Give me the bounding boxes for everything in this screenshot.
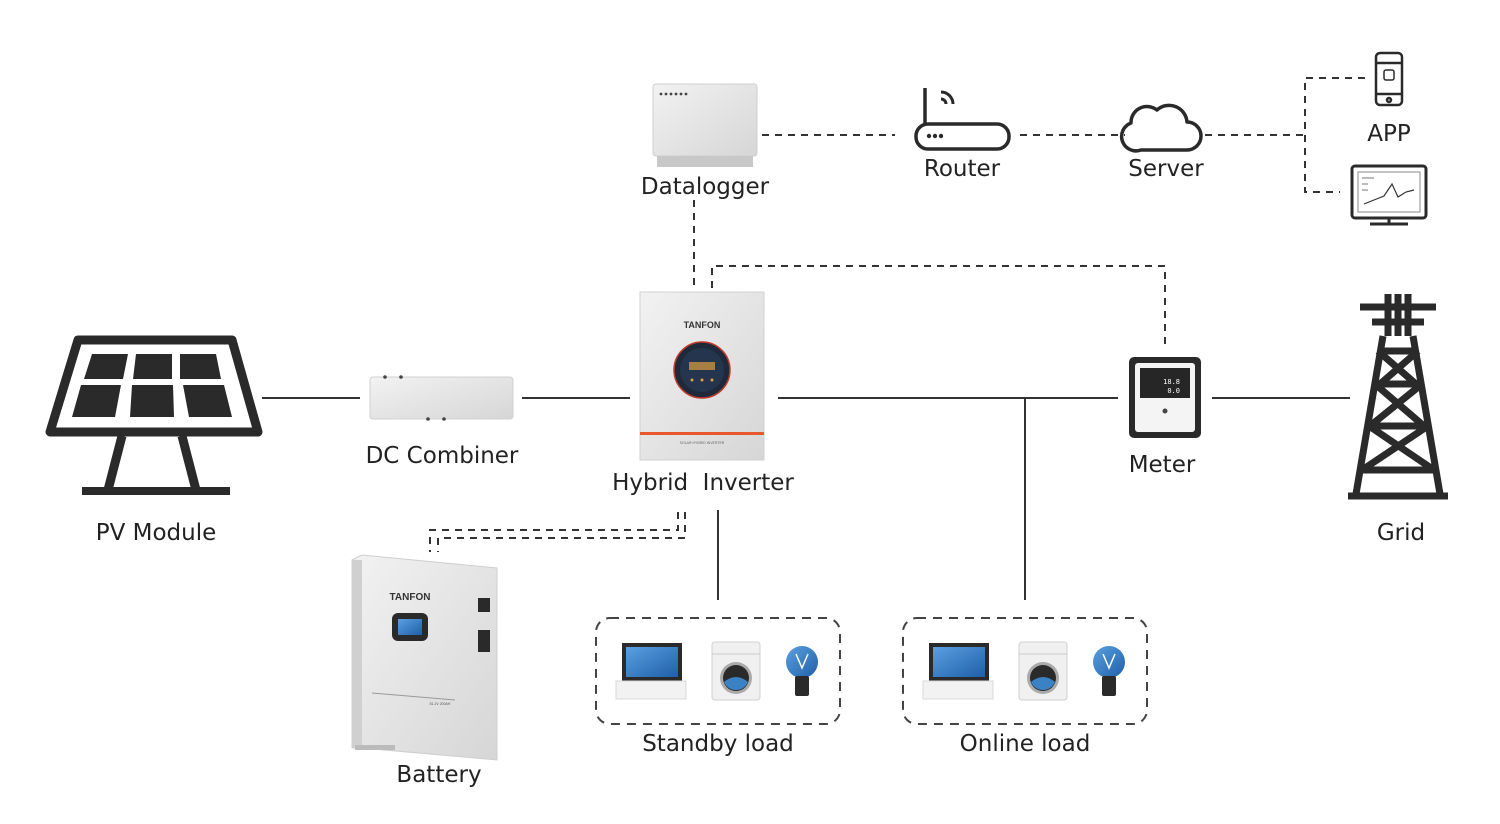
app-label: APP <box>1367 121 1411 147</box>
grid-label: Grid <box>1376 520 1426 546</box>
inverter-band-text: SOLAR HYBRID INVERTER <box>680 441 725 445</box>
light-bulb-icon <box>1093 646 1125 696</box>
phone-icon <box>1374 51 1404 107</box>
meter-label: Meter <box>1128 452 1196 478</box>
standby-load-group <box>595 617 841 725</box>
battery-icon <box>351 554 498 761</box>
pv-module-label: PV Module <box>95 520 217 546</box>
battery-label: Battery <box>396 762 482 788</box>
solar-panel-icon <box>45 335 263 495</box>
server-label: Server <box>1128 156 1204 182</box>
router-label: Router <box>923 156 1001 182</box>
dashed-comm-lines <box>429 77 1365 552</box>
monitor-icon <box>1350 164 1428 226</box>
hybrid-inverter-label: Hybrid Inverter <box>612 470 794 496</box>
light-bulb-icon <box>786 646 818 696</box>
meter-reading-2: 0.0 <box>1167 387 1180 395</box>
meter-icon <box>1129 357 1201 438</box>
router-icon <box>914 88 1011 151</box>
standby-load-label: Standby load <box>642 731 794 757</box>
solid-power-lines <box>262 397 1350 600</box>
laptop-icon <box>922 643 994 700</box>
dc-combiner-icon <box>369 375 514 421</box>
online-load-group <box>902 617 1148 725</box>
battery-brand-logo: TANFON <box>390 592 431 603</box>
dc-combiner-label: DC Combiner <box>365 443 519 469</box>
meter-reading-1: 18.8 <box>1163 378 1180 386</box>
laptop-icon <box>615 643 687 700</box>
cloud-icon <box>1119 103 1203 153</box>
online-load-label: Online load <box>959 731 1091 757</box>
inverter-brand-logo: TANFON <box>684 320 721 330</box>
datalogger-icon <box>652 83 758 167</box>
battery-spec-text: 51.2V 200AH <box>430 702 451 706</box>
washing-machine-icon <box>711 641 761 701</box>
datalogger-label: Datalogger <box>640 174 770 200</box>
washing-machine-icon <box>1018 641 1068 701</box>
grid-tower-icon <box>1348 294 1448 500</box>
inverter-icon <box>639 291 765 461</box>
